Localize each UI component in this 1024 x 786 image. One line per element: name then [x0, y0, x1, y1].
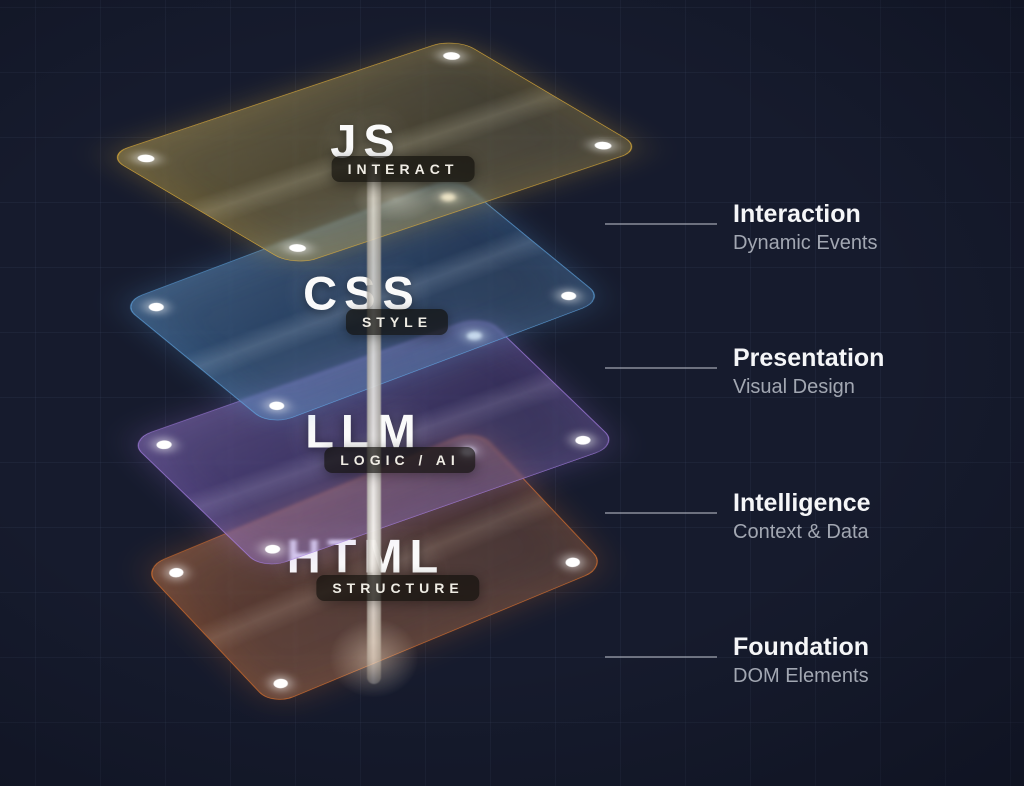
annotation-foundation: Foundation DOM Elements — [605, 633, 869, 689]
center-beam — [329, 162, 419, 698]
annotation-line — [605, 512, 717, 514]
annotation-title: Foundation — [733, 633, 870, 661]
annotation-title: Presentation — [733, 344, 885, 372]
html-layer-badge: STRUCTURE — [316, 575, 480, 601]
annotation-title: Intelligence — [733, 489, 871, 517]
js-layer-badge: INTERACT — [331, 156, 475, 182]
annotation-subtitle: Dynamic Events — [733, 232, 878, 254]
corner-dot — [266, 400, 288, 412]
beam-glow — [352, 176, 438, 222]
annotation-line — [605, 656, 717, 658]
annotation-subtitle: Visual Design — [733, 376, 855, 398]
corner-dot — [285, 242, 310, 254]
corner-dot — [262, 543, 283, 556]
corner-dot — [134, 153, 158, 164]
annotation-line — [605, 223, 717, 225]
corner-dot — [591, 140, 615, 151]
annotation-interaction: Interaction Dynamic Events — [605, 200, 878, 256]
annotation-title: Interaction — [733, 200, 861, 228]
corner-dot — [166, 566, 187, 580]
annotation-line — [605, 367, 717, 369]
css-layer-badge: STYLE — [345, 309, 449, 335]
annotation-subtitle: DOM Elements — [733, 665, 869, 687]
corner-dot — [572, 434, 594, 447]
corner-dot — [558, 290, 580, 302]
annotation-presentation: Presentation Visual Design — [605, 344, 884, 400]
corner-dot — [439, 50, 464, 62]
corner-dot — [270, 677, 291, 690]
corner-dot — [145, 301, 167, 313]
corner-dot — [562, 555, 583, 569]
annotation-intelligence: Intelligence Context & Data — [605, 489, 871, 545]
annotation-subtitle: Context & Data — [733, 521, 869, 543]
llm-layer-badge: LOGIC / AI — [324, 447, 476, 473]
corner-dot — [153, 438, 175, 451]
